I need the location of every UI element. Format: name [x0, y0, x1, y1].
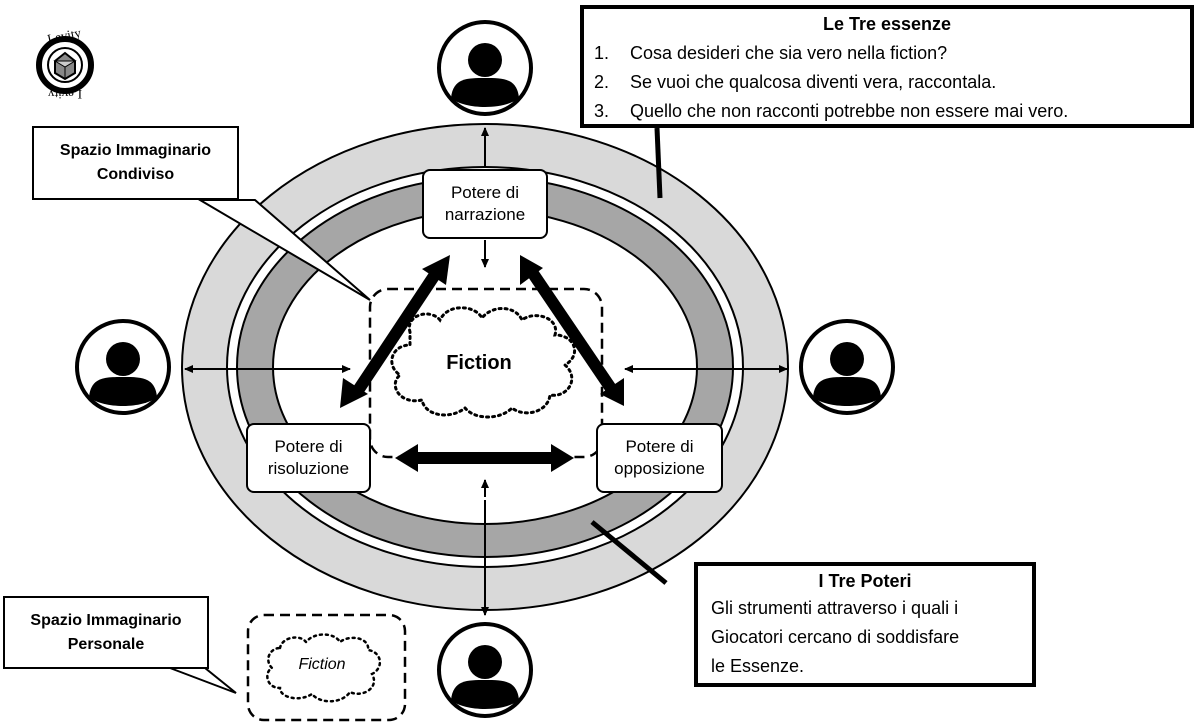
list-item: 1.Cosa desideri che sia vero nella ficti…: [594, 43, 948, 63]
legend-poteri: I Tre Poteri Gli strumenti attraverso i …: [694, 562, 1036, 687]
levity-logo: [36, 36, 94, 94]
power-narrazione: Potere di narrazione: [422, 169, 548, 239]
callout-shared-space: Spazio Immaginario Condiviso: [32, 126, 239, 200]
list-item: 3.Quello che non racconti potrebbe non e…: [594, 101, 1069, 121]
player-bottom-icon: [437, 622, 533, 718]
list-item: 2.Se vuoi che qualcosa diventi vera, rac…: [594, 72, 997, 92]
player-left-icon: [75, 319, 171, 415]
personal-fiction-label: Fiction: [298, 656, 346, 673]
personal-space-frame: [246, 613, 407, 722]
triangle-arrows: [340, 255, 624, 472]
legend-poteri-body: Gli strumenti attraverso i quali i Gioca…: [711, 598, 960, 676]
callout-condiviso-tail: [196, 199, 371, 301]
power-risoluzione: Potere di risoluzione: [246, 423, 371, 493]
legend-essenze: Le Tre essenze 1.Cosa desideri che sia v…: [580, 5, 1194, 128]
legend-essenze-list: 1.Cosa desideri che sia vero nella ficti…: [594, 39, 1180, 126]
legend-poteri-title: I Tre Poteri: [818, 571, 912, 591]
legend-essenze-title: Le Tre essenze: [822, 14, 952, 34]
essenze-pointer: [654, 127, 663, 199]
player-top-icon: [437, 20, 533, 116]
callout-personal-space: Spazio Immaginario Personale: [3, 596, 209, 669]
logo-text-bottom: Levity: [48, 87, 82, 102]
fiction-label: Fiction: [446, 352, 512, 374]
player-right-icon: [799, 319, 895, 415]
personal-fiction-cloud: [266, 633, 381, 703]
logo-text-top: Levity: [46, 25, 83, 47]
poteri-pointer: [590, 520, 668, 585]
fiction-cloud: [390, 306, 577, 419]
callout-personale-tail: [169, 667, 237, 694]
power-opposizione: Potere di opposizione: [596, 423, 723, 493]
player-connectors: [184, 127, 788, 616]
